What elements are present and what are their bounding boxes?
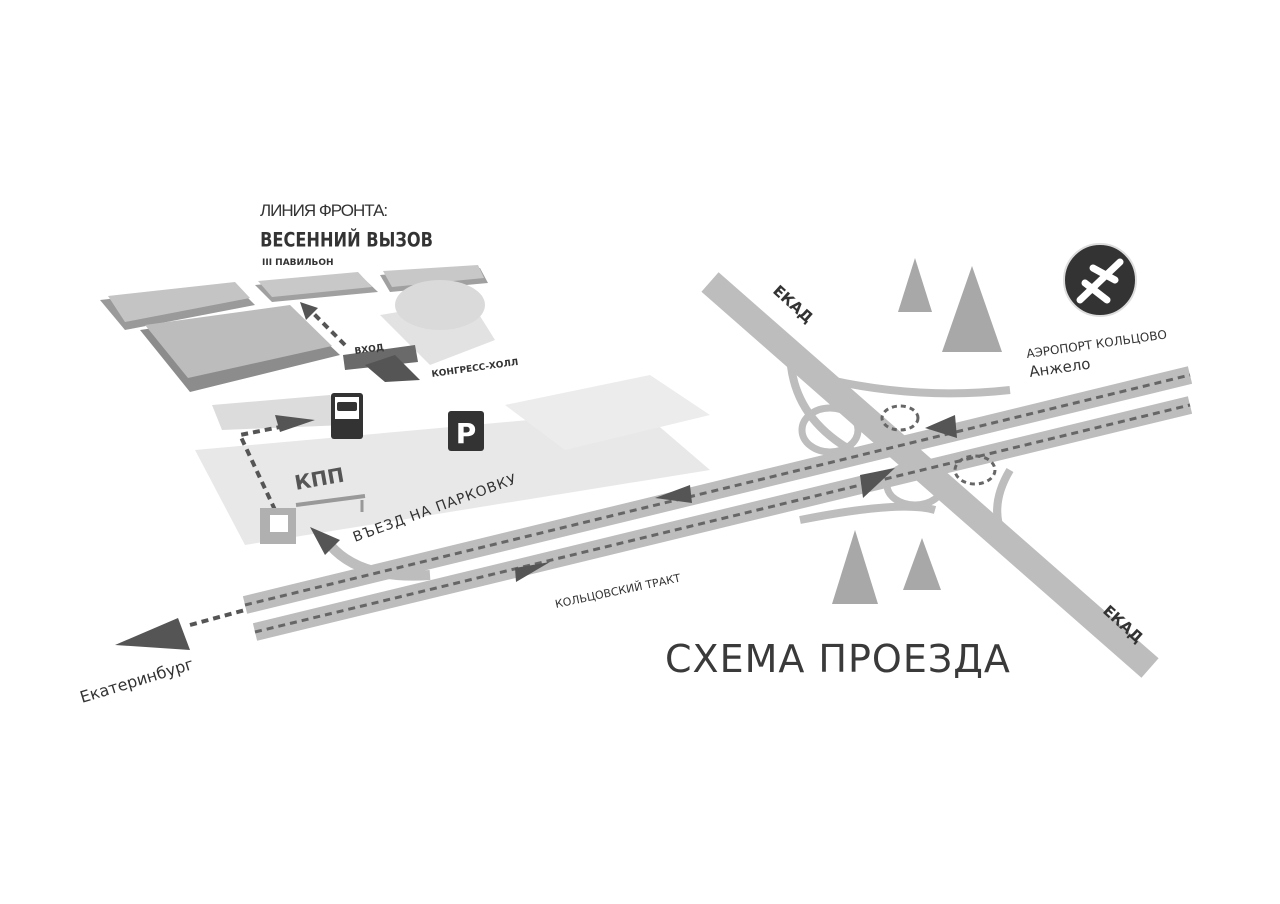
forecourt	[212, 395, 345, 430]
ekad-north-label: ЕКАД	[769, 282, 816, 327]
airport-label: АЭРОПОРТ КОЛЬЦОВО	[1025, 327, 1167, 361]
bus-stop-icon	[331, 393, 363, 439]
parking-icon: P	[448, 411, 484, 451]
airplane-icon	[1063, 243, 1137, 317]
walking-route	[237, 308, 347, 511]
arrow-to-pavilion	[300, 302, 318, 320]
event-name: ВЕСЕННИЙ ВЫЗОВ	[260, 228, 433, 252]
entrance-label: ВХОД	[354, 343, 385, 357]
direction-arrows	[115, 415, 957, 650]
arrow-to-forecourt	[275, 415, 315, 432]
map-title: СХЕМА ПРОЕЗДА	[665, 637, 1011, 681]
koltsovo-road	[189, 366, 1193, 641]
event-subtitle: ЛИНИЯ ФРОНТА:	[260, 201, 387, 220]
svg-text:P: P	[456, 417, 477, 450]
pavilion-label: III ПАВИЛЬОН	[262, 258, 334, 268]
road-label: КОЛЬЦОВСКИЙ ТРАКТ	[554, 572, 682, 611]
checkpoint-booth	[260, 494, 366, 544]
parking-area-east	[505, 375, 710, 450]
congress-hall-label: КОНГРЕСС-ХОЛЛ	[431, 358, 519, 380]
city-label: Екатеринбург	[78, 654, 196, 707]
tree-icon	[832, 258, 1002, 604]
pavilion-buildings	[100, 265, 495, 392]
